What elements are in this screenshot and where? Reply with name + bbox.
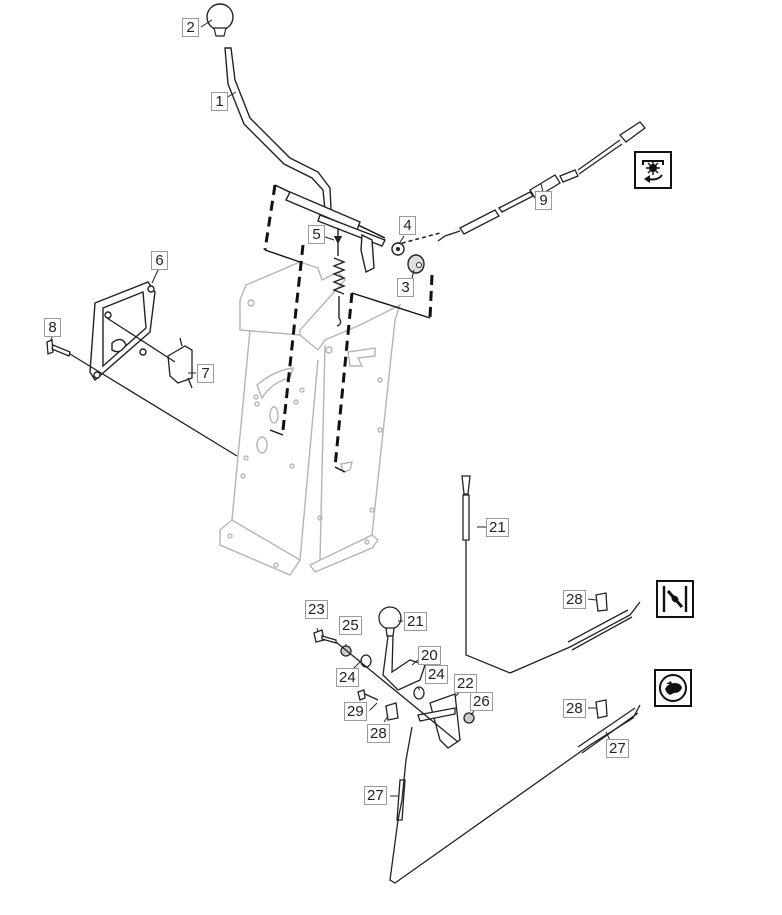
callout-part-24-left: 24 bbox=[336, 668, 359, 687]
throttle-cable bbox=[389, 704, 641, 884]
callout-part-28-choke: 28 bbox=[563, 590, 586, 609]
choke-cable bbox=[461, 475, 641, 674]
callout-part-4: 4 bbox=[399, 216, 416, 235]
throttle-rabbit-icon bbox=[654, 669, 692, 707]
callout-part-9: 9 bbox=[535, 191, 552, 210]
shift-knob bbox=[206, 3, 234, 37]
callout-part-2: 2 bbox=[182, 18, 199, 37]
callout-part-1: 1 bbox=[211, 92, 228, 111]
throttle-lever bbox=[378, 606, 461, 749]
pto-engage-icon bbox=[634, 151, 672, 189]
callout-part-8: 8 bbox=[44, 318, 61, 337]
callout-part-28-throttle: 28 bbox=[563, 699, 586, 718]
leader-lines bbox=[50, 19, 611, 797]
callout-part-23: 23 bbox=[305, 600, 328, 619]
assembly-guides bbox=[263, 184, 434, 468]
lock-nut bbox=[407, 254, 425, 274]
seat-switch bbox=[167, 337, 193, 389]
callout-part-27-right: 27 bbox=[606, 739, 629, 758]
callout-part-20: 20 bbox=[418, 646, 441, 665]
cable-clip bbox=[595, 592, 608, 719]
callout-part-21-choke: 21 bbox=[486, 518, 509, 537]
washer bbox=[391, 242, 405, 256]
callout-part-21-throttle: 21 bbox=[404, 612, 427, 631]
callout-part-22: 22 bbox=[454, 674, 477, 693]
callout-part-5: 5 bbox=[308, 225, 325, 244]
spring bbox=[332, 228, 346, 327]
callout-part-6: 6 bbox=[151, 251, 168, 270]
throttle-hardware bbox=[313, 629, 475, 743]
shift-lever bbox=[224, 47, 386, 274]
callout-part-3: 3 bbox=[397, 278, 414, 297]
switch-plate bbox=[89, 281, 156, 382]
callout-part-7: 7 bbox=[197, 364, 214, 383]
console-frame bbox=[219, 261, 402, 576]
callout-part-26: 26 bbox=[470, 692, 493, 711]
callout-part-28-lever: 28 bbox=[367, 724, 390, 743]
pto-cable bbox=[437, 121, 646, 242]
choke-icon bbox=[656, 580, 694, 618]
screw bbox=[46, 339, 71, 357]
callout-part-27-left: 27 bbox=[364, 786, 387, 805]
callout-part-29: 29 bbox=[344, 702, 367, 721]
callout-part-25: 25 bbox=[339, 616, 362, 635]
callout-part-24-right: 24 bbox=[425, 665, 448, 684]
